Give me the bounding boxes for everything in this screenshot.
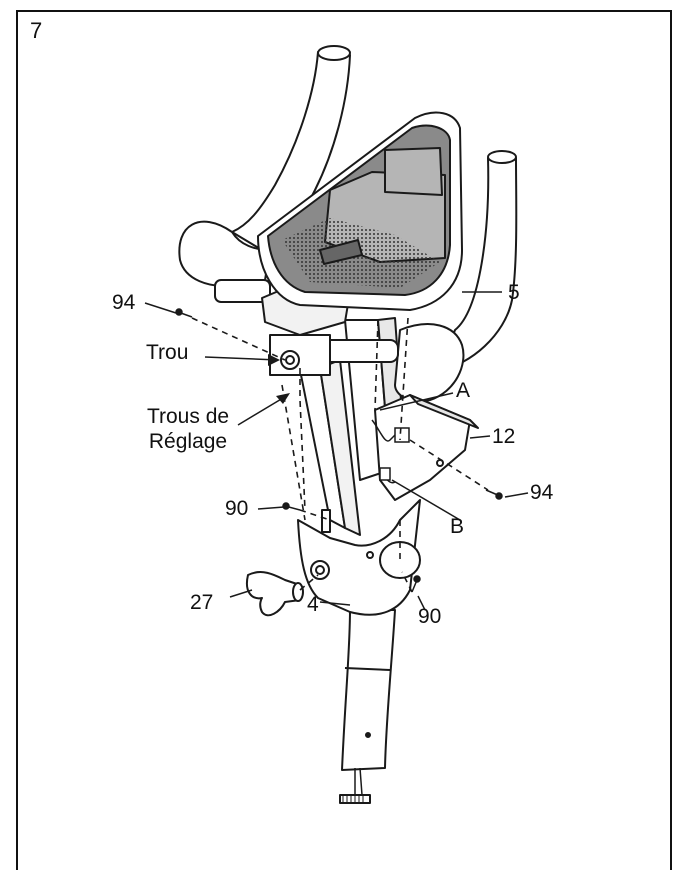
callout-27: 27 [190, 591, 214, 614]
leader-lines [144, 291, 529, 611]
callout-94-right: 94 [530, 481, 554, 504]
callout-90-right: 90 [418, 605, 442, 628]
knob [246, 571, 304, 617]
callout-a: A [456, 379, 471, 402]
wire-harness [371, 419, 410, 484]
callout-12: 12 [492, 425, 516, 448]
upright-post [297, 359, 421, 804]
callout-94-left: 94 [112, 291, 136, 314]
assembly-guide-lines [191, 317, 489, 593]
step-number: 7 [30, 18, 43, 43]
arrowhead-trous [276, 393, 290, 404]
screws [175, 308, 503, 593]
callout-b: B [450, 515, 465, 538]
diagram-frame [16, 10, 672, 870]
callout-trous-line2: Réglage [148, 430, 228, 454]
console [257, 111, 463, 311]
callout-trous-de-reglage: Trous de Réglage [128, 404, 248, 454]
callout-90-left: 90 [225, 497, 249, 520]
callout-trous-line1: Trous de [146, 405, 230, 428]
callout-4: 4 [307, 593, 319, 616]
arrowhead-trou [268, 354, 280, 366]
callout-trou: Trou [146, 341, 189, 364]
rear-cover [374, 394, 479, 501]
callout-5: 5 [508, 281, 520, 304]
